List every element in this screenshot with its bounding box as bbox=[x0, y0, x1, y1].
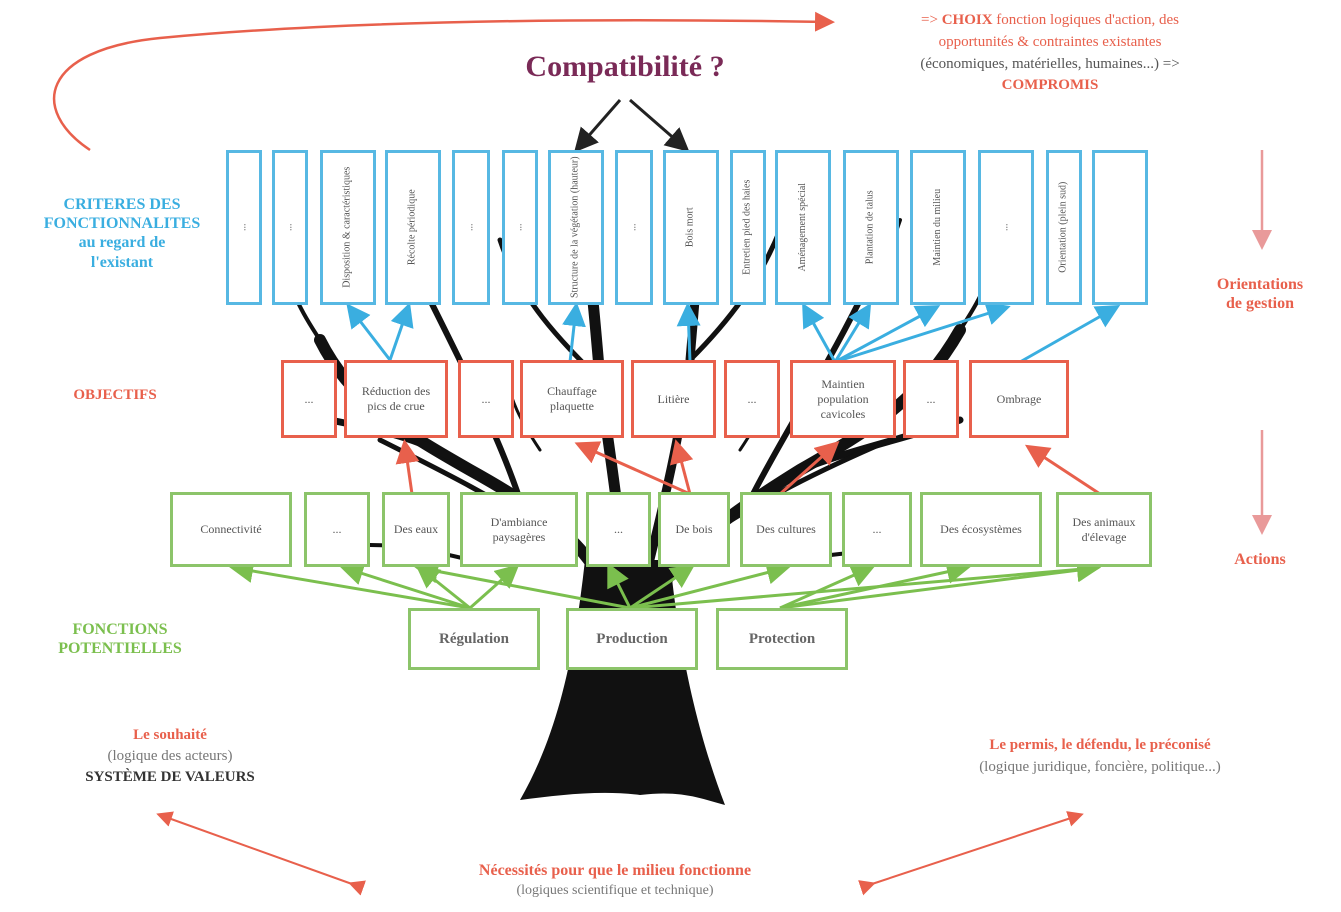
objective-box: Maintien population cavicoles bbox=[790, 360, 896, 438]
choice-line-2: opportunités & contraintes existantes bbox=[938, 33, 1162, 50]
objective-box: Chauffage plaquette bbox=[520, 360, 624, 438]
choice-line-1: => CHOIX fonction logiques d'action, des bbox=[921, 12, 1179, 28]
objective-box: Réduction des pics de crue bbox=[344, 360, 448, 438]
necessities-sub: (logiques scientifique et technique) bbox=[516, 882, 714, 898]
criterion-box: Disposition & caractéristiques bbox=[320, 150, 376, 305]
objective-box: ... bbox=[724, 360, 780, 438]
permitted-block: Le permis, le défendu, le préconisé (log… bbox=[880, 735, 1320, 779]
criterion-box: Bois mort bbox=[663, 150, 719, 305]
criterion-box: Orientation (plein sud) bbox=[1046, 150, 1082, 305]
criterion-box bbox=[1092, 150, 1148, 305]
criteria-label: CRITERES DES FONCTIONNALITES au regard d… bbox=[43, 196, 201, 271]
criterion-box: Entretien pied des haies bbox=[730, 150, 766, 305]
action-box: Des cultures bbox=[740, 492, 832, 567]
objective-box: ... bbox=[458, 360, 514, 438]
criterion-box: Récolte périodique bbox=[385, 150, 441, 305]
criterion-box: ... bbox=[978, 150, 1034, 305]
orientations-label: Orientations de gestion bbox=[1216, 276, 1304, 313]
objective-box: Litière bbox=[631, 360, 716, 438]
criterion-box: Plantation de talus bbox=[843, 150, 899, 305]
criterion-box: Structure de la végétation (hauteur) bbox=[548, 150, 604, 305]
permitted-sub: (logique juridique, foncière, politique.… bbox=[979, 758, 1221, 775]
criterion-box: Maintien du milieu bbox=[910, 150, 966, 305]
actions-label: Actions bbox=[1234, 551, 1286, 568]
desired-sub: (logique des acteurs) bbox=[107, 748, 233, 764]
functions-label: FONCTIONS POTENTIELLES bbox=[58, 621, 182, 658]
objective-box: Ombrage bbox=[969, 360, 1069, 438]
objective-box: ... bbox=[903, 360, 959, 438]
permitted-title: Le permis, le défendu, le préconisé bbox=[989, 737, 1211, 753]
action-box: Des eaux bbox=[382, 492, 450, 567]
objective-box: ... bbox=[281, 360, 337, 438]
choice-line-3: (économiques, matérielles, humaines...) … bbox=[920, 55, 1180, 72]
criterion-box: ... bbox=[502, 150, 538, 305]
objectives-label: OBJECTIFS bbox=[73, 387, 157, 403]
action-box: ... bbox=[304, 492, 370, 567]
choice-line-4: COMPROMIS bbox=[1001, 77, 1099, 94]
criterion-box: ... bbox=[615, 150, 653, 305]
function-box-protection: Protection bbox=[716, 608, 848, 670]
desired-title: Le souhaité bbox=[133, 727, 207, 743]
function-box-production: Production bbox=[566, 608, 698, 670]
necessities-title: Nécessités pour que le milieu fonctionne bbox=[478, 862, 752, 879]
necessities-block: Nécessités pour que le milieu fonctionne… bbox=[360, 860, 870, 900]
choice-annotation: => CHOIX fonction logiques d'action, des… bbox=[840, 10, 1260, 97]
action-box: De bois bbox=[658, 492, 730, 567]
action-box: ... bbox=[586, 492, 651, 567]
criterion-box: Aménagement spécial bbox=[775, 150, 831, 305]
criterion-box: ... bbox=[226, 150, 262, 305]
desired-values: SYSTÈME DE VALEURS bbox=[85, 769, 255, 785]
criterion-box: ... bbox=[452, 150, 490, 305]
action-box: Des écosystèmes bbox=[920, 492, 1042, 567]
compatibility-title: Compatibilité ? bbox=[525, 50, 725, 83]
action-box: D'ambiance paysagères bbox=[460, 492, 578, 567]
action-box: ... bbox=[842, 492, 912, 567]
desired-block: Le souhaité (logique des acteurs) SYSTÈM… bbox=[40, 725, 300, 788]
action-box: Connectivité bbox=[170, 492, 292, 567]
criterion-box: ... bbox=[272, 150, 308, 305]
function-box-regulation: Régulation bbox=[408, 608, 540, 670]
action-box: Des animaux d'élevage bbox=[1056, 492, 1152, 567]
